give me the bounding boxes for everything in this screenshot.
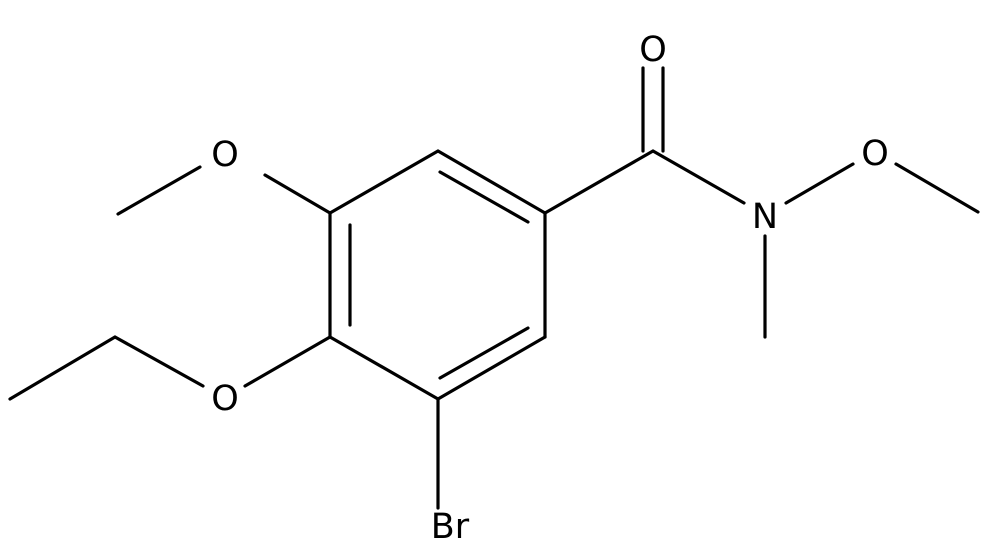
atom-n-methoxy-oxygen: O [861,134,889,174]
bond-ethoxy-ch3 [8,335,117,401]
bond-nitrogen-oxygen [784,162,855,205]
bond-ring-c5-c6-inner [438,326,530,380]
atom-carbonyl-oxygen: O [639,30,667,70]
bond-ring-c4-c5 [328,335,440,401]
bond-oxygen-methyl [894,162,980,214]
bond-methoxy-methyl [116,165,202,216]
bond-ring-carbonyl [543,149,655,215]
bond-ring-c1-c2 [436,149,547,215]
ring-methoxy-group [116,165,332,216]
atom-ethoxy-oxygen: O [211,379,239,419]
bond-ring-c2-c3 [328,149,440,215]
amide-group [543,66,980,339]
bond-ring-ethoxy-oxygen [243,335,332,388]
bond-ring-c1-c2-inner [438,170,530,224]
bond-ring-methoxy-oxygen [263,173,332,215]
bond-ring-c5-c6 [436,335,547,401]
atom-bromine: Br [431,507,470,547]
atom-amide-nitrogen: N [752,197,778,237]
atom-ring-methoxy-oxygen: O [211,135,239,175]
bond-carbonyl-nitrogen [651,149,746,205]
ethoxy-group [8,335,332,401]
bond-ethoxy-ch2 [113,335,205,388]
benzene-ring [328,149,547,401]
